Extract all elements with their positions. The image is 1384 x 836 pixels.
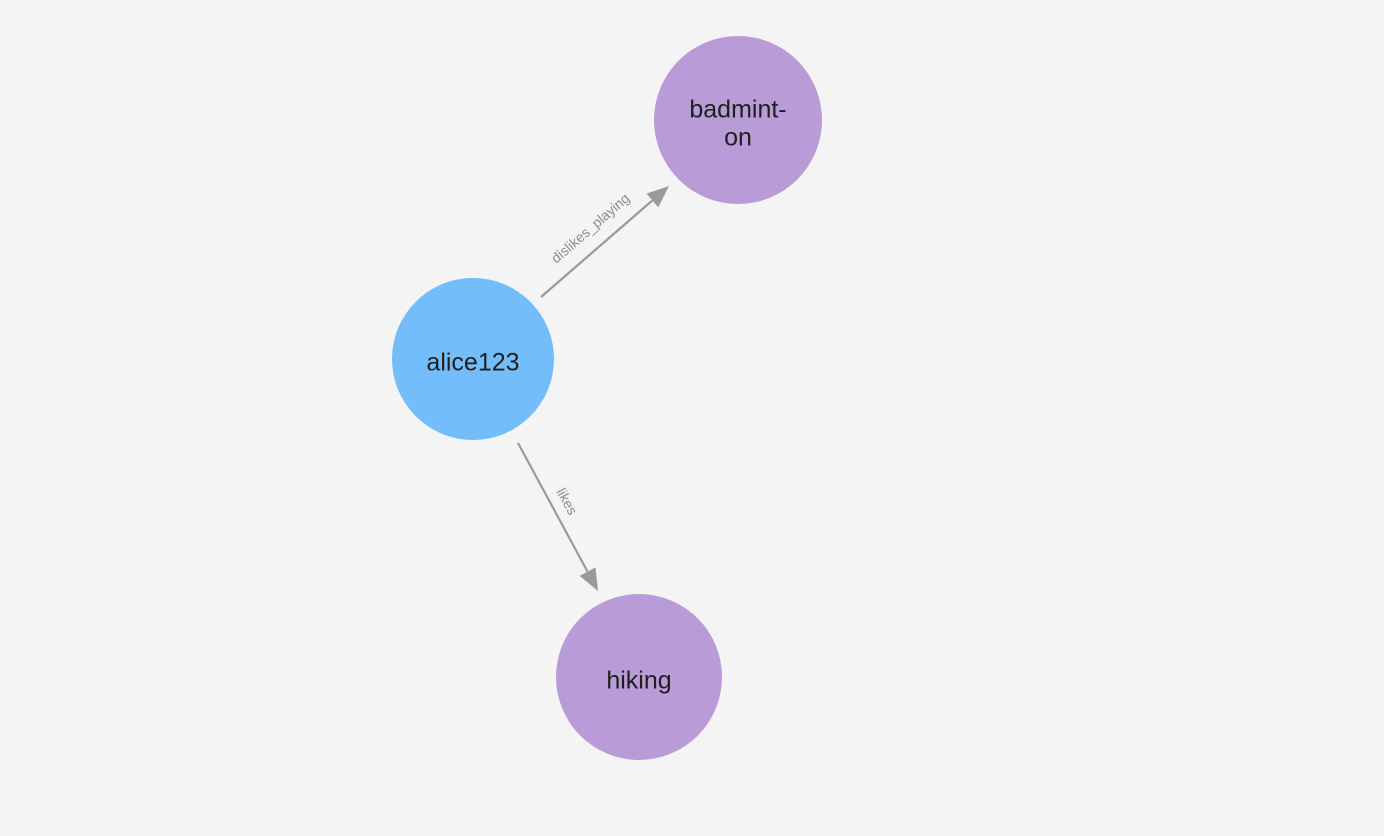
edge-arrowhead bbox=[579, 567, 598, 591]
node-hiking[interactable]: hiking bbox=[556, 594, 722, 760]
edge-label-likes: likes bbox=[553, 485, 580, 517]
node-circle[interactable] bbox=[654, 36, 822, 204]
edge-line[interactable] bbox=[540, 199, 654, 298]
node-badminton[interactable]: badmint- on bbox=[654, 36, 822, 204]
node-circle[interactable] bbox=[556, 594, 722, 760]
edge-alice123-badminton[interactable]: dislikes_playing bbox=[540, 186, 669, 298]
edge-arrowhead bbox=[646, 186, 669, 208]
node-alice123[interactable]: alice123 bbox=[392, 278, 554, 440]
edge-line[interactable] bbox=[517, 442, 589, 573]
node-circle[interactable] bbox=[392, 278, 554, 440]
edge-alice123-hiking[interactable]: likes bbox=[517, 442, 598, 591]
node-layer: badmint- on alice123 hiking bbox=[392, 36, 822, 760]
